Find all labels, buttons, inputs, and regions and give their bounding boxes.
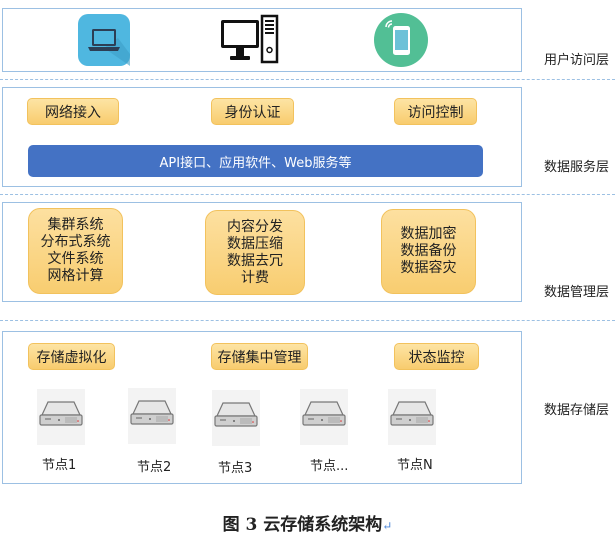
group-item: 数据压缩: [227, 235, 283, 252]
module-storage-virtualization: 存储虚拟化: [28, 343, 115, 370]
group-item: 集群系统: [47, 217, 104, 233]
group-item: 内容分发: [227, 218, 283, 235]
management-group-content: 内容分发 数据压缩 数据去冗 计费: [205, 210, 305, 295]
layer-label-data-service: 数据服务层: [544, 160, 610, 175]
management-group-cluster: 集群系统 分布式系统 文件系统 网格计算: [28, 208, 123, 294]
module-access-control: 访问控制: [394, 98, 477, 125]
group-item: 数据容灾: [400, 260, 457, 276]
group-item: 数据加密: [400, 226, 457, 242]
module-identity-auth: 身份认证: [211, 98, 294, 125]
group-item: 文件系统: [47, 251, 104, 267]
layer-divider: [0, 320, 615, 321]
api-bar: API接口、应用软件、Web服务等: [28, 145, 483, 177]
laptop-icon: [78, 14, 130, 66]
caption-text: 图 3 云存储系统架构: [222, 515, 383, 535]
node-label: 节点N: [397, 458, 433, 473]
layer-label-data-management: 数据管理层: [544, 285, 610, 300]
management-group-security: 数据加密 数据备份 数据容灾: [381, 209, 476, 294]
module-storage-centralized-mgmt: 存储集中管理: [211, 343, 308, 370]
layer-divider: [0, 79, 615, 80]
desktop-computer-icon: [218, 12, 280, 68]
node-label: 节点2: [137, 460, 172, 475]
return-mark-icon: ↵: [382, 519, 393, 533]
layer-label-data-storage: 数据存储层: [544, 403, 610, 418]
group-item: 数据备份: [400, 243, 457, 259]
figure-caption: 图 3 云存储系统架构↵: [0, 510, 615, 535]
server-icon: [212, 390, 260, 446]
node-label: 节点...: [310, 459, 349, 474]
node-label: 节点1: [42, 458, 77, 473]
group-item: 数据去冗: [227, 252, 283, 269]
server-icon: [37, 389, 85, 445]
group-item: 网格计算: [47, 268, 104, 284]
node-label: 节点3: [218, 461, 253, 476]
server-icon: [128, 388, 176, 444]
server-icon: [300, 389, 348, 445]
smartphone-icon: [374, 13, 428, 67]
group-item: 计费: [241, 269, 269, 286]
group-item: 分布式系统: [40, 234, 111, 250]
module-status-monitoring: 状态监控: [394, 343, 479, 370]
layer-label-user-access: 用户访问层: [544, 53, 610, 68]
layer-divider: [0, 194, 615, 195]
module-network-access: 网络接入: [27, 98, 119, 125]
server-icon: [388, 389, 436, 445]
